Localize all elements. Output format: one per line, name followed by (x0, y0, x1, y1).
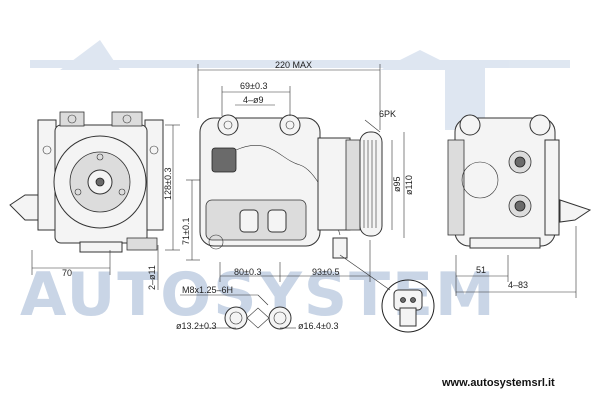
side-dimension-lines (186, 64, 405, 282)
front-hole-label: 2–ø11 (147, 265, 157, 290)
mount-spacing-label: 69±0.3 (240, 81, 267, 91)
front-height-label: 128±0.3 (163, 168, 173, 200)
port-large-label: ø16.4±0.3 (298, 321, 338, 331)
pulley-offset-label: 93±0.5 (312, 267, 339, 277)
belt-label: 6PK (379, 109, 396, 119)
front-dimension-lines (31, 124, 180, 290)
side-height-label: 71±0.1 (181, 218, 191, 245)
pulley-inner-label: ø95 (392, 176, 402, 192)
port-small-label: ø13.2±0.3 (176, 321, 216, 331)
front-width-label: 70 (62, 268, 72, 278)
pulley-outer-label: ø110 (404, 175, 414, 195)
fittings-detail (180, 294, 296, 330)
front-view (9, 111, 164, 253)
watermark-logo (30, 40, 570, 130)
mount-holes-label: 4–ø9 (243, 95, 264, 105)
rear-overall-label: 4–83 (508, 280, 528, 290)
mount-offset-label: 80±0.3 (234, 267, 261, 277)
thread-label: M8x1.25–6H (182, 285, 233, 295)
website-label: www.autosystemsrl.it (441, 377, 555, 389)
side-view (199, 114, 383, 259)
rear-offset-label: 51 (476, 265, 486, 275)
connector-detail (339, 254, 435, 333)
overall-length-label: 220 MAX (275, 60, 312, 70)
rear-dimension-lines (455, 226, 577, 298)
rear-view (447, 114, 592, 249)
